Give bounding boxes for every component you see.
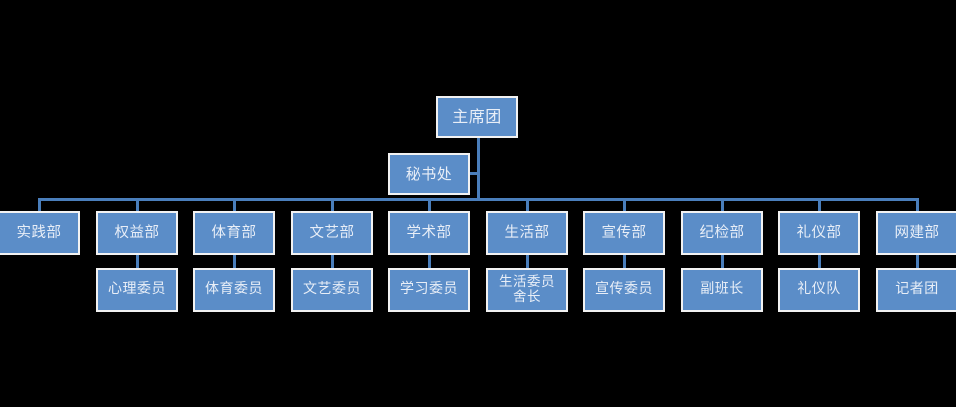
connector-dept-drop-1 <box>136 198 139 211</box>
connector-child-drop-2 <box>233 255 236 268</box>
node-chairman-group[interactable]: 主席团 <box>436 96 518 138</box>
connector-dept-drop-5 <box>526 198 529 211</box>
node-secretariat[interactable]: 秘书处 <box>388 153 470 195</box>
connector-dept-drop-0 <box>38 198 41 211</box>
node-child-5[interactable]: 生活委员 舍长 <box>486 268 568 312</box>
connector-child-drop-4 <box>428 255 431 268</box>
node-department-0[interactable]: 实践部 <box>0 211 80 255</box>
node-child-7[interactable]: 副班长 <box>681 268 763 312</box>
connector-child-drop-6 <box>623 255 626 268</box>
connector-child-drop-7 <box>721 255 724 268</box>
connector-child-drop-9 <box>916 255 919 268</box>
connector-dept-drop-6 <box>623 198 626 211</box>
node-department-3[interactable]: 文艺部 <box>291 211 373 255</box>
connector-dept-drop-8 <box>818 198 821 211</box>
node-department-6[interactable]: 宣传部 <box>583 211 665 255</box>
connector-dept-drop-4 <box>428 198 431 211</box>
connector-dept-drop-7 <box>721 198 724 211</box>
node-child-2[interactable]: 体育委员 <box>193 268 275 312</box>
node-child-6[interactable]: 宣传委员 <box>583 268 665 312</box>
connector-dept-drop-9 <box>916 198 919 211</box>
node-child-1[interactable]: 心理委员 <box>96 268 178 312</box>
connector-root-stem <box>477 138 480 200</box>
connector-department-bus <box>39 198 917 201</box>
connector-child-drop-8 <box>818 255 821 268</box>
node-child-8[interactable]: 礼仪队 <box>778 268 860 312</box>
connector-secretariat-stub <box>470 172 478 175</box>
connector-dept-drop-3 <box>331 198 334 211</box>
node-department-1[interactable]: 权益部 <box>96 211 178 255</box>
node-child-4[interactable]: 学习委员 <box>388 268 470 312</box>
connector-child-drop-5 <box>526 255 529 268</box>
node-department-9[interactable]: 网建部 <box>876 211 956 255</box>
node-department-5[interactable]: 生活部 <box>486 211 568 255</box>
node-child-3[interactable]: 文艺委员 <box>291 268 373 312</box>
connector-child-drop-3 <box>331 255 334 268</box>
node-child-9[interactable]: 记者团 <box>876 268 956 312</box>
node-department-4[interactable]: 学术部 <box>388 211 470 255</box>
node-department-2[interactable]: 体育部 <box>193 211 275 255</box>
node-department-7[interactable]: 纪检部 <box>681 211 763 255</box>
connector-child-drop-1 <box>136 255 139 268</box>
node-department-8[interactable]: 礼仪部 <box>778 211 860 255</box>
connector-dept-drop-2 <box>233 198 236 211</box>
